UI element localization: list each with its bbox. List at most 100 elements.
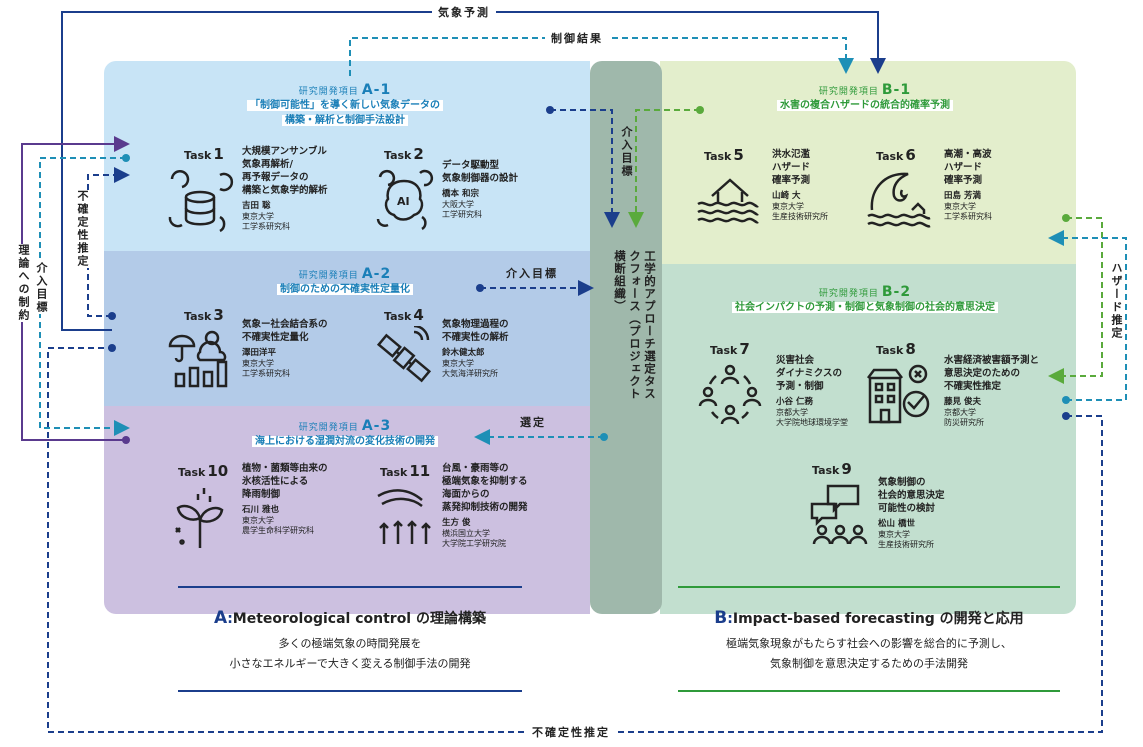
- task-6-affil-0: 東京大学: [944, 201, 976, 211]
- task-4-affil-0: 東京大学: [442, 358, 474, 368]
- task-2-affil-1: 工学研究科: [442, 210, 482, 219]
- task-3-title-1: 不確実性定量化: [242, 332, 309, 343]
- task-5-num: 5: [733, 146, 744, 164]
- task-9-title-2: 可能性の検討: [878, 503, 936, 514]
- project-b2-code: B-2: [881, 284, 912, 300]
- task-11-label: Task: [380, 466, 408, 479]
- task-7-title-0: 災害社会: [776, 355, 815, 366]
- task-8-affil-1: 防災研究所: [944, 418, 984, 427]
- band-a-desc-2: 小さなエネルギーで大きく変える制御手法の開発: [229, 657, 471, 670]
- task-1-title-1: 気象再解析/: [242, 159, 293, 170]
- project-a1-title2: 構築・解析と制御手法設計: [282, 115, 408, 126]
- project-a1-code: A-1: [361, 82, 392, 98]
- label-futashikasei-left: 不確定性推定: [74, 190, 90, 268]
- task-10-person: 石川 雅也: [242, 505, 279, 515]
- weather-chart-icon: [168, 330, 228, 388]
- people-network-icon: [698, 364, 762, 425]
- evaporation-icon: [377, 489, 431, 544]
- task-8-person: 藤見 俊夫: [944, 397, 981, 407]
- task-3-title-0: 気象ー社会結合系の: [242, 319, 328, 330]
- task-11-person: 生方 俊: [442, 518, 471, 528]
- task-6-title-1: ハザード: [944, 162, 983, 173]
- band-b-top-line: [678, 586, 1060, 588]
- task-6-affil-1: 工学系研究科: [944, 212, 992, 221]
- task-7-affil-1: 大学院地球環境学堂: [776, 418, 848, 427]
- project-b1-label: 研究開発項目: [818, 87, 879, 97]
- task-9-num: 9: [841, 460, 852, 478]
- task-5-affil-1: 生産技術研究所: [772, 212, 828, 221]
- task-7-title-1: ダイナミクスの: [776, 368, 843, 379]
- task-11-affil-1: 大学院工学研究院: [442, 539, 506, 548]
- task-10-label: Task: [178, 466, 206, 479]
- task-6-person: 田島 芳満: [944, 191, 981, 201]
- band-a-title-text: Meteorological control の理論構築: [232, 611, 486, 627]
- task-3-person: 澤田洋平: [242, 348, 277, 358]
- task-10-affil-1: 農学生命科学研究科: [242, 526, 314, 535]
- label-futashikasei-bottom: 不確定性推定: [526, 724, 616, 740]
- task-5-title-0: 洪水氾濫: [772, 149, 811, 160]
- band-a-letter: A: [214, 608, 228, 628]
- task-10-num: 10: [207, 462, 229, 480]
- task-10-title-2: 降雨制御: [242, 489, 281, 500]
- task-6-num: 6: [905, 146, 916, 164]
- project-b2-title1: 社会インパクトの予測・制御と気象制御の社会的意思決定: [732, 302, 998, 313]
- band-b-desc-1: 極端気象現象がもたらす社会への影響を総合的に予測し、: [726, 637, 1012, 650]
- label-kisho-yosoku: 気象予測: [432, 4, 496, 20]
- task-4-title-0: 気象物理過程の: [442, 319, 509, 330]
- task-7-person: 小谷 仁務: [776, 397, 813, 407]
- task-1-title-2: 再予報データの: [242, 172, 309, 183]
- band-a-top-line: [178, 586, 522, 588]
- task-3-affil-1: 工学系研究科: [242, 369, 290, 378]
- task-10-title-1: 氷核活性による: [242, 476, 309, 487]
- project-a2-label: 研究開発項目: [298, 271, 359, 281]
- region-b2: [660, 264, 1076, 614]
- label-kainyu-mokuhyo-left: 介入目標: [33, 262, 49, 314]
- label-taskforce: 工学的アプローチ選定タスクフォース（プロジェクト横断組織）: [613, 250, 657, 400]
- task-3-label: Task: [184, 310, 212, 323]
- flood-house-icon: [697, 178, 759, 224]
- task-7-affil-0: 京都大学: [776, 407, 808, 417]
- task-5-person: 山崎 大: [772, 191, 801, 201]
- task-9-title-0: 気象制御の: [878, 477, 926, 488]
- task-9-label: Task: [812, 464, 840, 477]
- label-sentei: 選定: [520, 416, 546, 429]
- label-kainyu-mokuhyo-top: 介入目標: [620, 126, 633, 178]
- task-3-affil-0: 東京大学: [242, 358, 274, 368]
- label-riron-seiyaku: 理論への制約: [15, 244, 31, 322]
- task-5-title-2: 確率予測: [772, 175, 811, 186]
- task-4-label: Task: [384, 310, 412, 323]
- label-hazard-suitei: ハザード推定: [1108, 262, 1124, 340]
- task-6-title-0: 高潮・高波: [944, 149, 992, 160]
- band-a-desc-1: 多くの極端気象の時間発展を: [278, 637, 422, 650]
- discussion-people-icon: [810, 484, 868, 545]
- project-a2-title1: 制御のための不確実性定量化: [277, 284, 413, 295]
- task-1-title-3: 構築と気象学的解析: [242, 185, 328, 196]
- task-3-num: 3: [213, 306, 224, 324]
- svg-text:AI: AI: [397, 195, 410, 208]
- task-4-title-1: 不確実性の解析: [442, 332, 509, 343]
- building-damage-icon: [867, 364, 930, 424]
- project-a2-code: A-2: [361, 266, 392, 282]
- project-b2-label: 研究開発項目: [818, 289, 879, 299]
- band-b-title-text: Impact-based forecasting の開発と応用: [732, 611, 1024, 627]
- task-8-num: 8: [905, 340, 916, 358]
- database-cycle-icon: [168, 170, 234, 233]
- task-11-num: 11: [409, 462, 431, 480]
- band-a-desc: 多くの極端気象の時間発展を 小さなエネルギーで大きく変える制御手法の開発: [178, 634, 522, 674]
- task-1-num: 1: [213, 145, 224, 163]
- band-a-title: A:Meteorological control の理論構築: [214, 608, 486, 628]
- task-2-title-1: 気象制御器の設計: [442, 173, 519, 184]
- label-seigyo-kekka: 制御結果: [545, 30, 609, 46]
- task-1-person: 吉田 聡: [242, 201, 271, 211]
- band-b-bottom-line: [678, 690, 1060, 692]
- task-1-label: Task: [184, 149, 212, 162]
- task-9-person: 松山 橋世: [878, 519, 915, 529]
- task-11-title-3: 蒸発抑制技術の開発: [442, 502, 528, 513]
- task-2-label: Task: [384, 149, 412, 162]
- task-4-affil-1: 大気海洋研究所: [442, 369, 498, 378]
- task-8-title-0: 水害経済被害額予測と: [944, 355, 1040, 366]
- task-2-affil-0: 大阪大学: [442, 199, 474, 209]
- task-11-affil-0: 横浜国立大学: [442, 528, 490, 538]
